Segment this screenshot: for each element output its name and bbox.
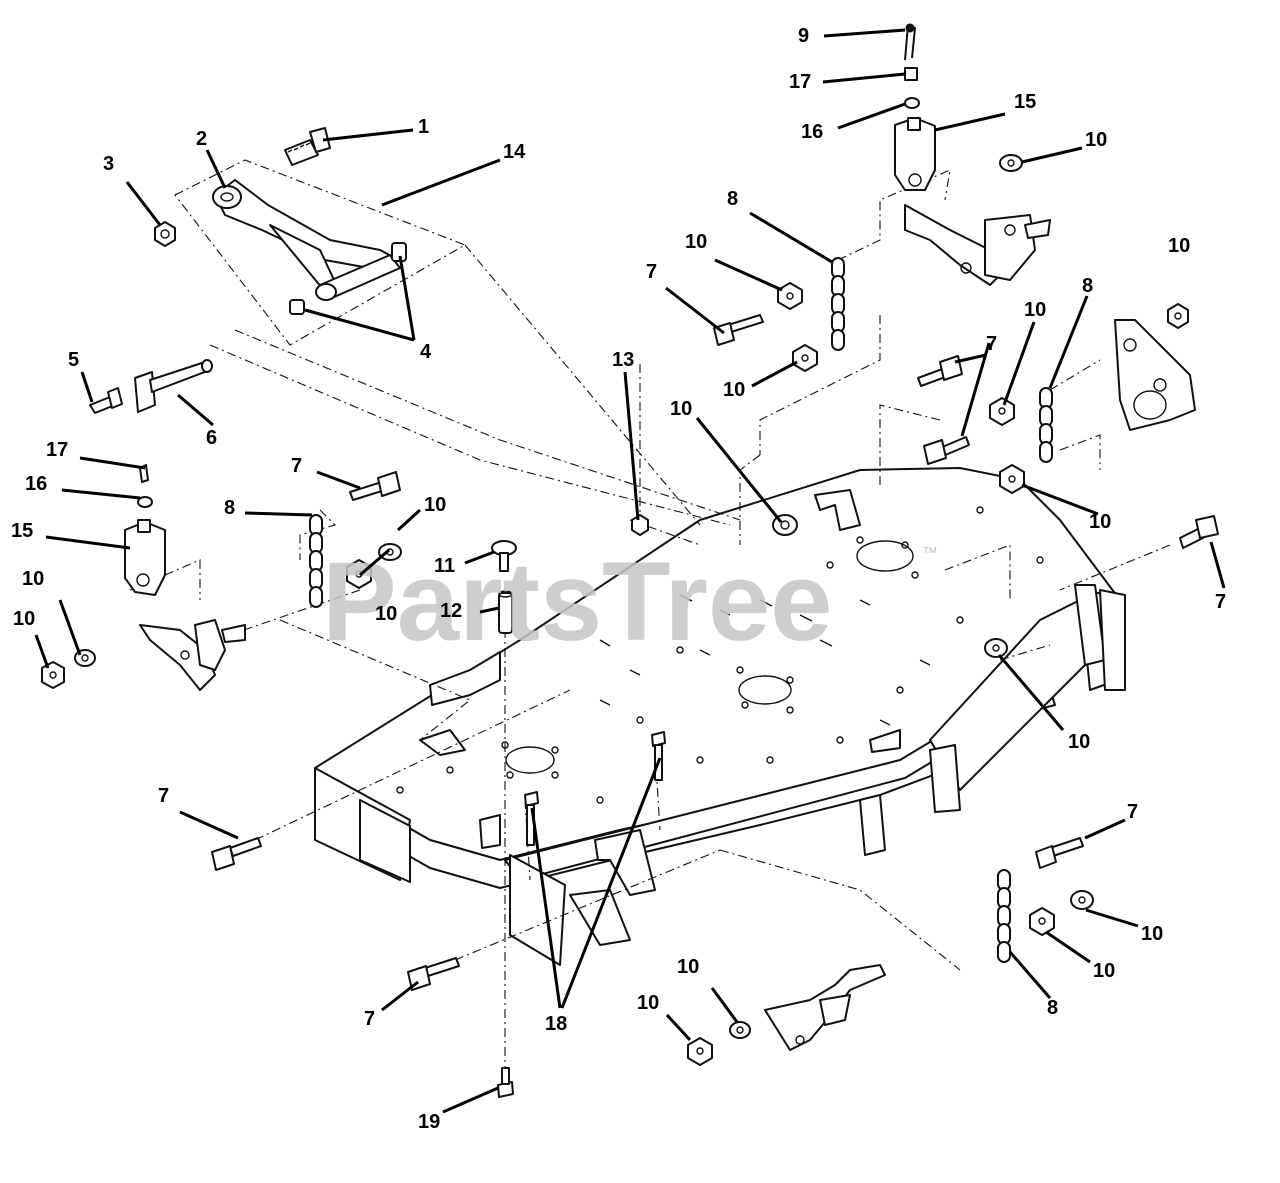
callout-9: 9 xyxy=(798,25,809,47)
callout-3: 3 xyxy=(103,153,114,175)
part-3-nut xyxy=(154,221,176,247)
callout-10: 10 xyxy=(424,494,446,516)
callout-8: 8 xyxy=(1047,997,1058,1019)
part-5-bolt xyxy=(89,387,123,414)
callout-7: 7 xyxy=(364,1008,375,1030)
callout-10: 10 xyxy=(677,956,699,978)
callout-1: 1 xyxy=(418,116,429,138)
callout-10: 10 xyxy=(13,608,35,630)
callout-16: 16 xyxy=(801,121,823,143)
callout-12: 12 xyxy=(440,600,462,622)
callout-7: 7 xyxy=(646,261,657,283)
callout-15: 15 xyxy=(1014,91,1036,113)
callout-8: 8 xyxy=(1082,275,1093,297)
chain-right-front xyxy=(997,869,1011,963)
callout-4: 4 xyxy=(420,341,432,363)
callout-10: 10 xyxy=(723,379,745,401)
callout-16: 16 xyxy=(25,473,47,495)
callout-18: 18 xyxy=(545,1013,567,1035)
callout-10: 10 xyxy=(637,992,659,1014)
callout-13: 13 xyxy=(612,349,634,371)
callout-7: 7 xyxy=(291,455,302,477)
callout-7: 7 xyxy=(1127,801,1138,823)
callout-10: 10 xyxy=(1141,923,1163,945)
callout-17: 17 xyxy=(46,439,68,461)
callout-7: 7 xyxy=(1215,591,1226,613)
chain-left xyxy=(309,514,323,608)
callout-15: 15 xyxy=(11,520,33,542)
callout-8: 8 xyxy=(727,188,738,210)
callout-10: 10 xyxy=(1085,129,1107,151)
callout-10: 10 xyxy=(670,398,692,420)
part-1-bolt xyxy=(284,127,331,166)
callout-10: 10 xyxy=(1093,960,1115,982)
bolts xyxy=(211,314,1219,991)
callout-8: 8 xyxy=(224,497,235,519)
left-hanger-block-assembly xyxy=(124,464,166,596)
chain-right-rear xyxy=(1039,387,1053,463)
part-6-pivot-bracket xyxy=(134,359,213,413)
right-front-hanger xyxy=(764,964,886,1051)
part-11-knob xyxy=(491,540,517,572)
chain-right-top xyxy=(831,257,845,351)
callout-10: 10 xyxy=(1024,299,1046,321)
callout-14: 14 xyxy=(503,141,526,163)
callout-10: 10 xyxy=(22,568,44,590)
callout-7: 7 xyxy=(986,333,997,355)
part-19-bolt xyxy=(497,1067,514,1098)
callout-2: 2 xyxy=(196,128,207,150)
callout-7: 7 xyxy=(158,785,169,807)
mower-deck xyxy=(314,467,1126,966)
callout-5: 5 xyxy=(68,349,79,371)
flange-nuts xyxy=(41,154,1189,1066)
callout-10: 10 xyxy=(1168,235,1190,257)
callout-10: 10 xyxy=(1068,731,1090,753)
callout-11: 11 xyxy=(434,555,455,577)
callout-10: 10 xyxy=(1089,511,1111,533)
left-front-hanger xyxy=(139,619,246,691)
part-2-stabilizer-link xyxy=(212,179,407,315)
right-rear-stabilizer-bracket xyxy=(1114,319,1196,431)
trademark-symbol: ™ xyxy=(922,545,938,562)
callout-labels: 9 17 15 16 10 1 2 3 14 8 10 7 10 4 5 13 … xyxy=(11,25,1226,1133)
chains xyxy=(309,257,1053,963)
callout-6: 6 xyxy=(206,427,217,449)
callout-17: 17 xyxy=(789,71,811,93)
leader-lines xyxy=(34,28,1226,1114)
callout-10: 10 xyxy=(375,603,397,625)
partstree-watermark: PartsTree xyxy=(322,539,833,664)
part-12-spacer xyxy=(498,590,513,634)
right-rear-hanger xyxy=(904,204,1051,286)
callout-19: 19 xyxy=(418,1111,440,1133)
callout-10: 10 xyxy=(685,231,707,253)
part-13-nut xyxy=(631,514,649,536)
right-hanger-block-assembly xyxy=(894,23,936,191)
